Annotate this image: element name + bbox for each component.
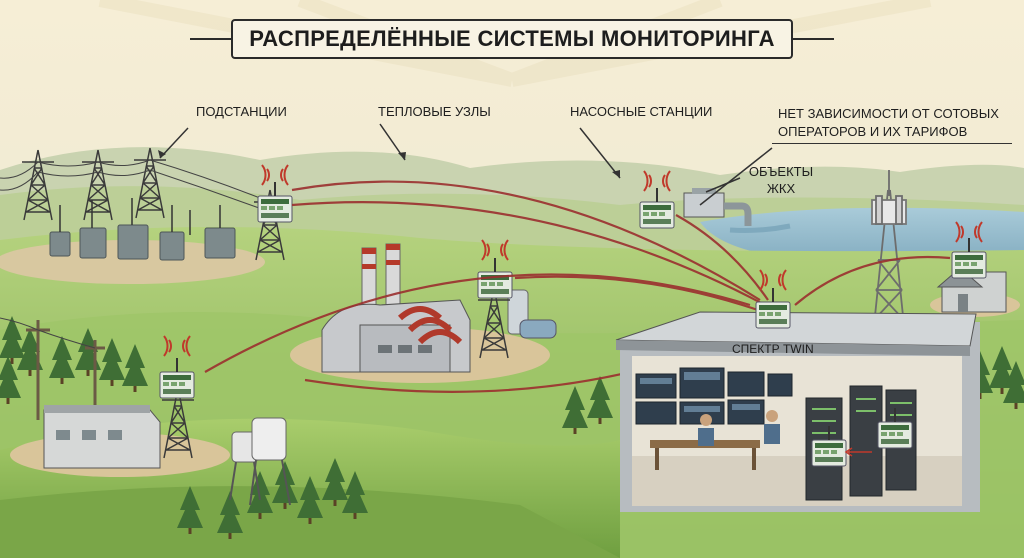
label-heat-nodes: ТЕПЛОВЫЕ УЗЛЫ [378,104,491,119]
label-substations: ПОДСТАНЦИИ [196,104,287,119]
label-hub-device: СПЕКТР TWIN [732,342,814,356]
label-housing-line1: ОБЪЕКТЫ [748,164,814,179]
water-towers [229,417,291,506]
label-underline [772,143,1012,144]
title-banner: РАСПРЕДЕЛЁННЫЕ СИСТЕМЫ МОНИТОРИНГА [190,18,834,60]
substation [0,147,287,261]
label-no-dependence-line1: НЕТ ЗАВИСИМОСТИ ОТ СОТОВЫХ [778,106,999,121]
pump-building [43,405,161,469]
signal-links [204,180,951,393]
label-pump-stations: НАСОСНЫЕ СТАНЦИИ [570,104,713,119]
label-housing-line2: ЖКХ [766,181,796,196]
thermal-plant [321,243,557,373]
label-no-dependence-line2: ОПЕРАТОРОВ И ИХ ТАРИФОВ [778,124,968,139]
diagram-title: РАСПРЕДЕЛЁННЫЕ СИСТЕМЫ МОНИТОРИНГА [231,19,793,59]
cell-tower [871,170,907,346]
pump-station [683,188,791,233]
control-center [615,311,980,512]
